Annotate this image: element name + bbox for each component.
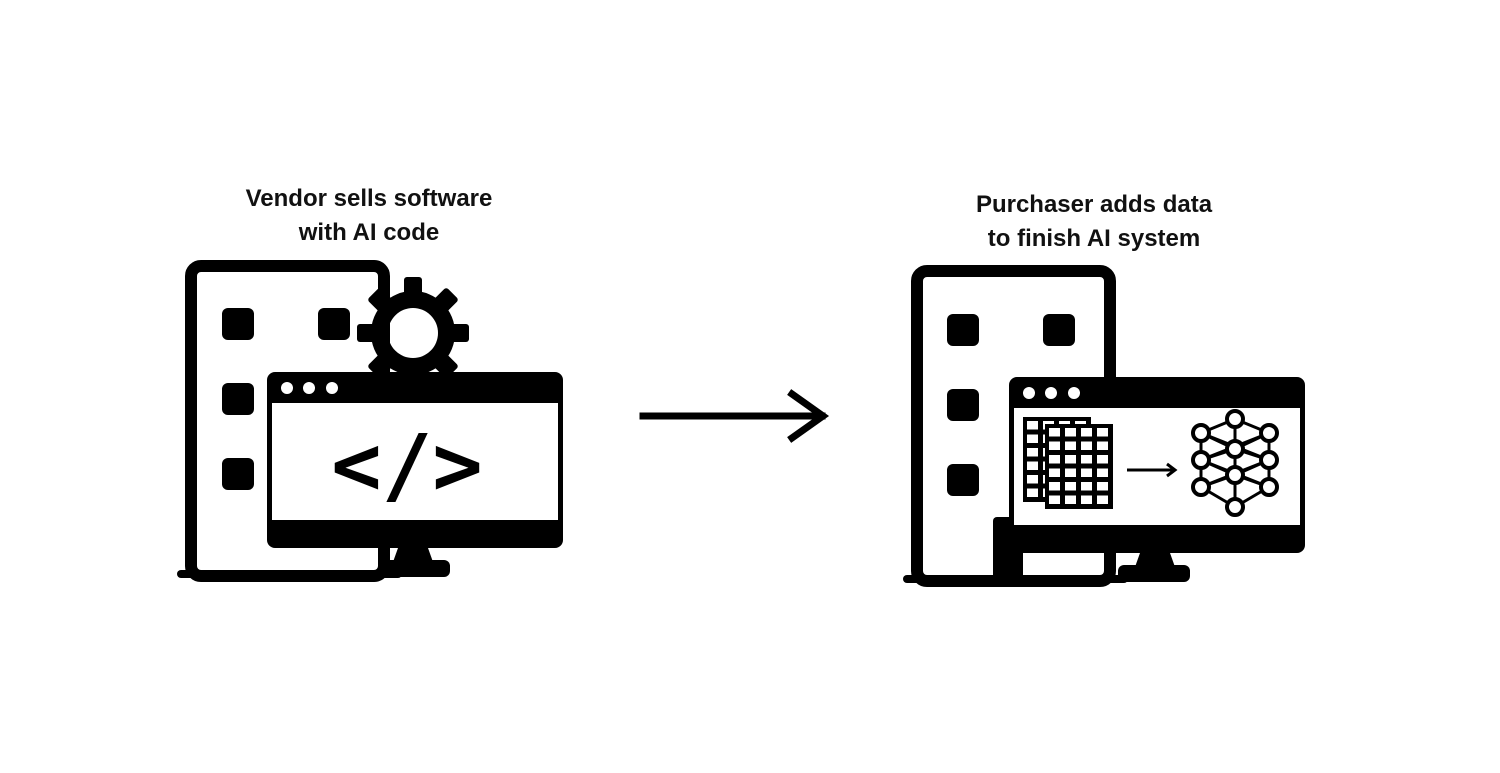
network-node	[1191, 423, 1211, 443]
network-node	[1225, 439, 1245, 459]
arrow-right-icon	[1127, 462, 1178, 478]
left-title-line2: with AI code	[298, 219, 439, 246]
monitor-icon: </>	[267, 372, 563, 577]
neural-network-icon	[1191, 409, 1279, 517]
network-node	[1225, 465, 1245, 485]
data-table-icon	[1023, 417, 1113, 509]
arrow-right-icon	[639, 389, 830, 443]
right-panel: Purchaser adds data to finish AI system	[903, 191, 1305, 587]
network-node	[1191, 477, 1211, 497]
network-node	[1259, 477, 1279, 497]
right-title-line1: Purchaser adds data	[976, 191, 1213, 218]
left-title-line1: Vendor sells software	[246, 185, 493, 212]
network-node	[1259, 423, 1279, 443]
right-title-line2: to finish AI system	[988, 225, 1200, 252]
network-node	[1191, 450, 1211, 470]
network-node	[1225, 497, 1245, 517]
network-node	[1259, 450, 1279, 470]
code-icon: </>	[331, 416, 483, 514]
network-node	[1225, 409, 1245, 429]
left-panel: Vendor sells software with AI code	[177, 185, 563, 582]
table-front	[1045, 424, 1113, 509]
building-icon	[177, 260, 402, 582]
